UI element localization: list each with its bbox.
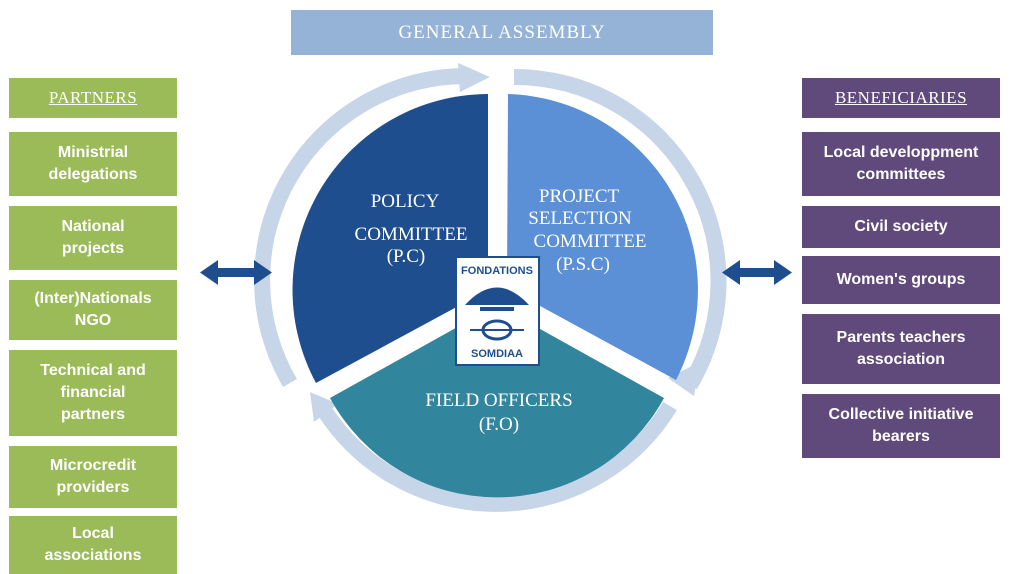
ring-arrowhead [668,362,700,396]
policy-label-3: (P.C) [387,246,426,267]
ring-arrowhead [310,392,338,422]
partners-title: PARTNERS [48,88,138,107]
partner-item: Local associations [9,516,177,574]
beneficiaries-exchange-arrow [722,260,792,285]
outer-ring [254,63,727,512]
beneficiary-item: Women's groups [802,256,1000,304]
policy-committee-segment [292,94,488,383]
beneficiary-item: Local developpment committees [802,132,1000,196]
psc-label-3: COMMITTEE [534,231,647,252]
partner-item: Technical and financial partners [9,350,177,436]
partner-item: (Inter)Nationals NGO [9,280,177,340]
partner-item: National projects [9,206,177,270]
policy-label-1: POLICY [371,191,440,212]
partner-item: Ministrial delegations [9,132,177,196]
field-label-2: (F.O) [479,414,519,435]
beneficiary-item: Collective initiative bearers [802,394,1000,458]
logo-top-text: FONDATIONS [461,265,533,277]
partner-item: Microcredit providers [9,446,177,508]
beneficiary-item: Civil society [802,206,1000,248]
general-assembly-title: GENERAL ASSEMBLY [398,21,606,43]
ring-arrowhead [458,63,490,92]
beneficiary-item: Parents teachers association [802,314,1000,384]
psc-label-4: (P.S.C) [556,254,610,275]
field-officers-segment [330,305,664,498]
field-label-1: FIELD OFFICERS [425,390,572,411]
general-assembly-box: GENERAL ASSEMBLY [291,10,713,55]
partners-header: PARTNERS [9,78,177,118]
beneficiaries-header: BENEFICIARIES [802,78,1000,118]
fondations-somdiaa-logo: FONDATIONS SOMDIAA [455,256,540,366]
project-selection-segment [507,94,698,380]
logo-bottom-text: SOMDIAA [471,348,523,360]
partners-exchange-arrow [200,260,272,285]
psc-label-1: PROJECT [539,186,620,207]
policy-label-2: COMMITTEE [355,224,468,245]
beneficiaries-title: BENEFICIARIES [834,88,968,107]
psc-label-2: SELECTION [528,208,632,229]
